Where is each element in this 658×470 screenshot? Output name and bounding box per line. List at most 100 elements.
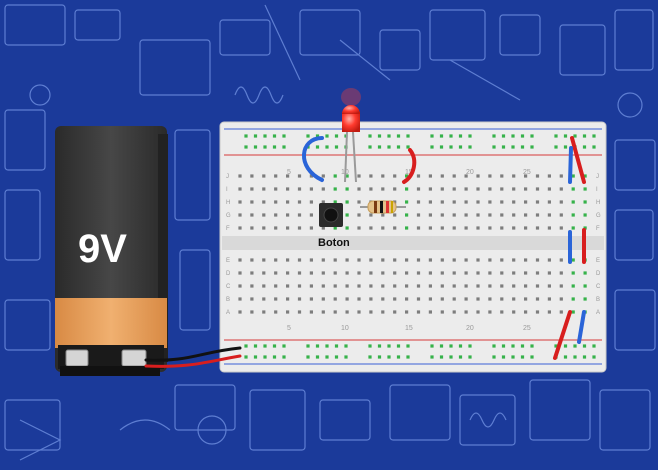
breadboard-hole[interactable] [524, 284, 528, 288]
breadboard-hole[interactable] [274, 310, 278, 314]
breadboard-hole[interactable] [250, 284, 254, 288]
blue-rail-wire-lower[interactable] [577, 310, 586, 344]
breadboard-hole-active[interactable] [405, 200, 409, 204]
breadboard-hole-active[interactable] [334, 134, 339, 138]
breadboard-hole[interactable] [559, 213, 563, 217]
breadboard-hole-active[interactable] [368, 344, 372, 348]
breadboard-hole[interactable] [405, 271, 409, 275]
breadboard-hole[interactable] [428, 200, 432, 204]
breadboard-hole-active[interactable] [368, 134, 372, 138]
breadboard-hole[interactable] [405, 297, 409, 301]
breadboard-hole-active[interactable] [272, 344, 277, 348]
breadboard-hole[interactable] [238, 310, 242, 314]
breadboard-hole[interactable] [535, 226, 540, 230]
breadboard-hole[interactable] [476, 200, 480, 204]
breadboard-hole[interactable] [321, 284, 325, 288]
breadboard-hole-active[interactable] [368, 355, 372, 359]
breadboard-hole[interactable] [440, 226, 444, 230]
breadboard-hole-active[interactable] [430, 145, 434, 149]
breadboard-hole[interactable] [286, 284, 290, 288]
breadboard-hole[interactable] [416, 310, 421, 314]
breadboard-hole[interactable] [286, 174, 290, 178]
breadboard-hole[interactable] [381, 226, 385, 230]
breadboard-hole-active[interactable] [306, 355, 310, 359]
breadboard-hole-active[interactable] [315, 145, 320, 149]
breadboard-hole-active[interactable] [492, 344, 496, 348]
breadboard-hole[interactable] [405, 284, 409, 288]
breadboard-hole-active[interactable] [563, 344, 568, 348]
breadboard-hole-active[interactable] [583, 200, 587, 204]
breadboard-hole[interactable] [357, 187, 361, 191]
breadboard-hole[interactable] [416, 200, 421, 204]
breadboard-hole[interactable] [297, 297, 302, 301]
breadboard-hole[interactable] [440, 310, 444, 314]
breadboard-hole[interactable] [476, 213, 480, 217]
breadboard-hole[interactable] [512, 200, 516, 204]
breadboard-hole-active[interactable] [592, 344, 596, 348]
breadboard-hole[interactable] [476, 226, 480, 230]
breadboard-hole[interactable] [440, 258, 444, 262]
breadboard-hole[interactable] [393, 226, 397, 230]
breadboard-hole[interactable] [535, 187, 540, 191]
breadboard-hole-active[interactable] [571, 174, 575, 178]
breadboard-hole[interactable] [512, 187, 516, 191]
breadboard-hole-active[interactable] [439, 355, 444, 359]
breadboard-hole-active[interactable] [315, 355, 320, 359]
breadboard-hole[interactable] [464, 213, 468, 217]
breadboard-hole-active[interactable] [571, 271, 575, 275]
breadboard-hole[interactable] [547, 284, 551, 288]
breadboard-hole[interactable] [559, 258, 563, 262]
breadboard-hole[interactable] [274, 284, 278, 288]
breadboard-hole[interactable] [345, 271, 349, 275]
breadboard-hole[interactable] [357, 200, 361, 204]
breadboard-hole[interactable] [428, 213, 432, 217]
breadboard-hole[interactable] [297, 200, 302, 204]
breadboard-hole-active[interactable] [592, 145, 596, 149]
breadboard-hole-active[interactable] [333, 226, 337, 230]
breadboard-hole[interactable] [393, 310, 397, 314]
breadboard-hole-active[interactable] [571, 310, 575, 314]
breadboard-hole[interactable] [535, 310, 540, 314]
breadboard-hole[interactable] [464, 200, 468, 204]
breadboard-hole-active[interactable] [253, 344, 258, 348]
breadboard-hole-active[interactable] [282, 134, 286, 138]
breadboard-hole[interactable] [393, 284, 397, 288]
breadboard-hole[interactable] [333, 258, 337, 262]
breadboard-hole[interactable] [238, 200, 242, 204]
breadboard-hole-active[interactable] [306, 344, 310, 348]
breadboard-hole[interactable] [274, 213, 278, 217]
breadboard-hole[interactable] [238, 297, 242, 301]
breadboard-hole-active[interactable] [244, 344, 248, 348]
breadboard-hole-active[interactable] [563, 134, 568, 138]
breadboard-hole[interactable] [357, 310, 361, 314]
breadboard-hole[interactable] [416, 258, 421, 262]
breadboard-hole-active[interactable] [439, 134, 444, 138]
breadboard-hole[interactable] [286, 200, 290, 204]
breadboard-hole[interactable] [297, 284, 302, 288]
breadboard-hole-active[interactable] [333, 174, 337, 178]
breadboard-hole[interactable] [464, 174, 468, 178]
breadboard-hole[interactable] [274, 226, 278, 230]
breadboard-hole[interactable] [274, 200, 278, 204]
breadboard-hole-active[interactable] [492, 355, 496, 359]
breadboard-hole[interactable] [250, 271, 254, 275]
breadboard-hole[interactable] [559, 271, 563, 275]
breadboard-hole[interactable] [286, 297, 290, 301]
breadboard-hole[interactable] [559, 284, 563, 288]
breadboard-hole[interactable] [476, 258, 480, 262]
breadboard-hole[interactable] [452, 226, 456, 230]
breadboard-hole-active[interactable] [405, 213, 409, 217]
breadboard-hole[interactable] [393, 187, 397, 191]
breadboard-hole[interactable] [464, 271, 468, 275]
breadboard-hole[interactable] [488, 284, 492, 288]
breadboard-hole[interactable] [238, 174, 242, 178]
breadboard-hole[interactable] [512, 226, 516, 230]
breadboard-hole-active[interactable] [325, 344, 329, 348]
breadboard-hole[interactable] [547, 187, 551, 191]
breadboard-hole-active[interactable] [583, 187, 587, 191]
breadboard-hole[interactable] [500, 200, 504, 204]
breadboard-hole-active[interactable] [272, 145, 277, 149]
breadboard-hole[interactable] [524, 226, 528, 230]
breadboard-hole[interactable] [381, 174, 385, 178]
breadboard-hole[interactable] [416, 213, 421, 217]
